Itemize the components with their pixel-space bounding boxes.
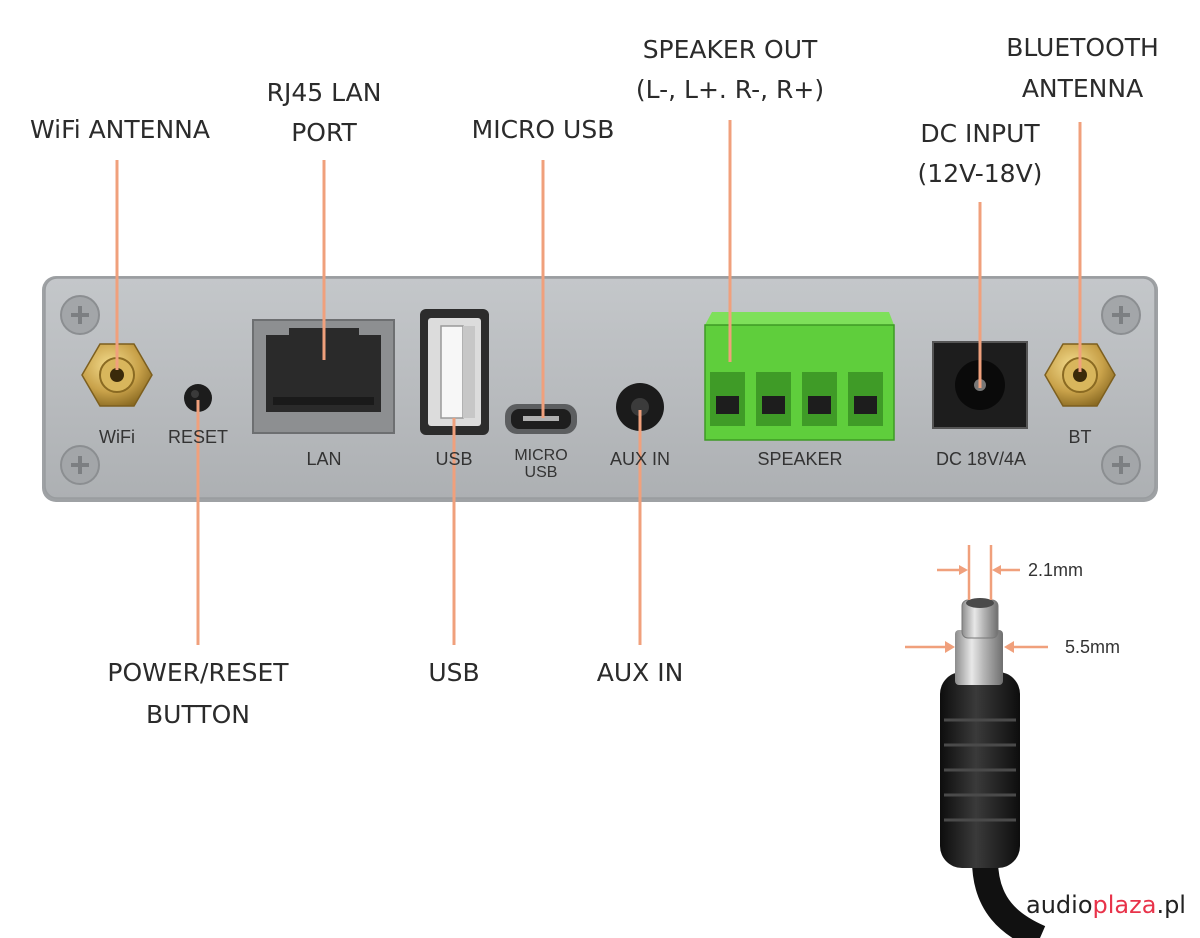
panel-label-aux-in: AUX IN [609, 449, 670, 469]
panel-label-bt: BT [1068, 427, 1092, 447]
power-reset-callout-line2: BUTTON [146, 700, 250, 729]
dc-input-callout-line1: DC INPUT [920, 119, 1040, 148]
usb-callout: USB [428, 658, 480, 687]
micro-usb-port[interactable] [505, 404, 577, 434]
wifi-antenna-callout: WiFi ANTENNA [30, 115, 210, 144]
brand-logo: audioplaza.pl [1026, 891, 1186, 919]
screw-icon [60, 295, 100, 335]
brand-part-tld: .pl [1156, 891, 1186, 919]
panel-label-wifi: WiFi [99, 427, 135, 447]
aux-in-jack[interactable] [616, 383, 664, 431]
reset-button[interactable] [184, 384, 212, 412]
bluetooth-callout-line2: ANTENNA [1021, 74, 1144, 103]
dc-plug [940, 598, 1046, 938]
panel-label-dc: DC 18V/4A [935, 449, 1027, 469]
usb-port[interactable] [420, 309, 489, 435]
barrel-diameter-label: 5.5mm [1065, 637, 1121, 657]
dc-input-callout-line2: (12V-18V) [917, 159, 1043, 188]
dimension-markers [905, 545, 1048, 653]
brand-part-audio: audio [1026, 891, 1093, 919]
rj45-lan-callout-line1: RJ45 LAN [266, 78, 382, 107]
speaker-terminal-block[interactable] [704, 312, 895, 441]
pin-diameter-label: 2.1mm [1028, 560, 1084, 580]
panel-label-lan: LAN [306, 449, 342, 469]
panel-label-micro-usb: MICRO USB [503, 447, 579, 481]
panel-label-usb: USB [435, 449, 473, 469]
screw-icon [1101, 445, 1141, 485]
bluetooth-callout-line1: BLUETOOTH [1006, 33, 1159, 62]
micro-usb-callout: MICRO USB [471, 115, 615, 144]
power-reset-callout-line1: POWER/RESET [107, 658, 289, 687]
wifi-antenna-connector[interactable] [81, 343, 153, 407]
panel-label-reset: RESET [167, 427, 228, 447]
speaker-out-callout-line1: SPEAKER OUT [642, 35, 818, 64]
bt-antenna-connector[interactable] [1044, 343, 1116, 407]
callout-lines [115, 120, 1082, 645]
rj45-lan-callout-line2: PORT [291, 118, 357, 147]
panel-label-micro-usb-line2: USB [524, 464, 558, 481]
brand-part-plaza: plaza [1092, 891, 1157, 919]
screw-icon [60, 445, 100, 485]
panel-label-speaker: SPEAKER [757, 449, 843, 469]
screw-icon [1101, 295, 1141, 335]
panel-label-micro-usb-line1: MICRO [514, 447, 568, 464]
aux-in-callout: AUX IN [596, 658, 684, 687]
speaker-out-callout-line2: (L-, L+. R-, R+) [635, 75, 825, 104]
